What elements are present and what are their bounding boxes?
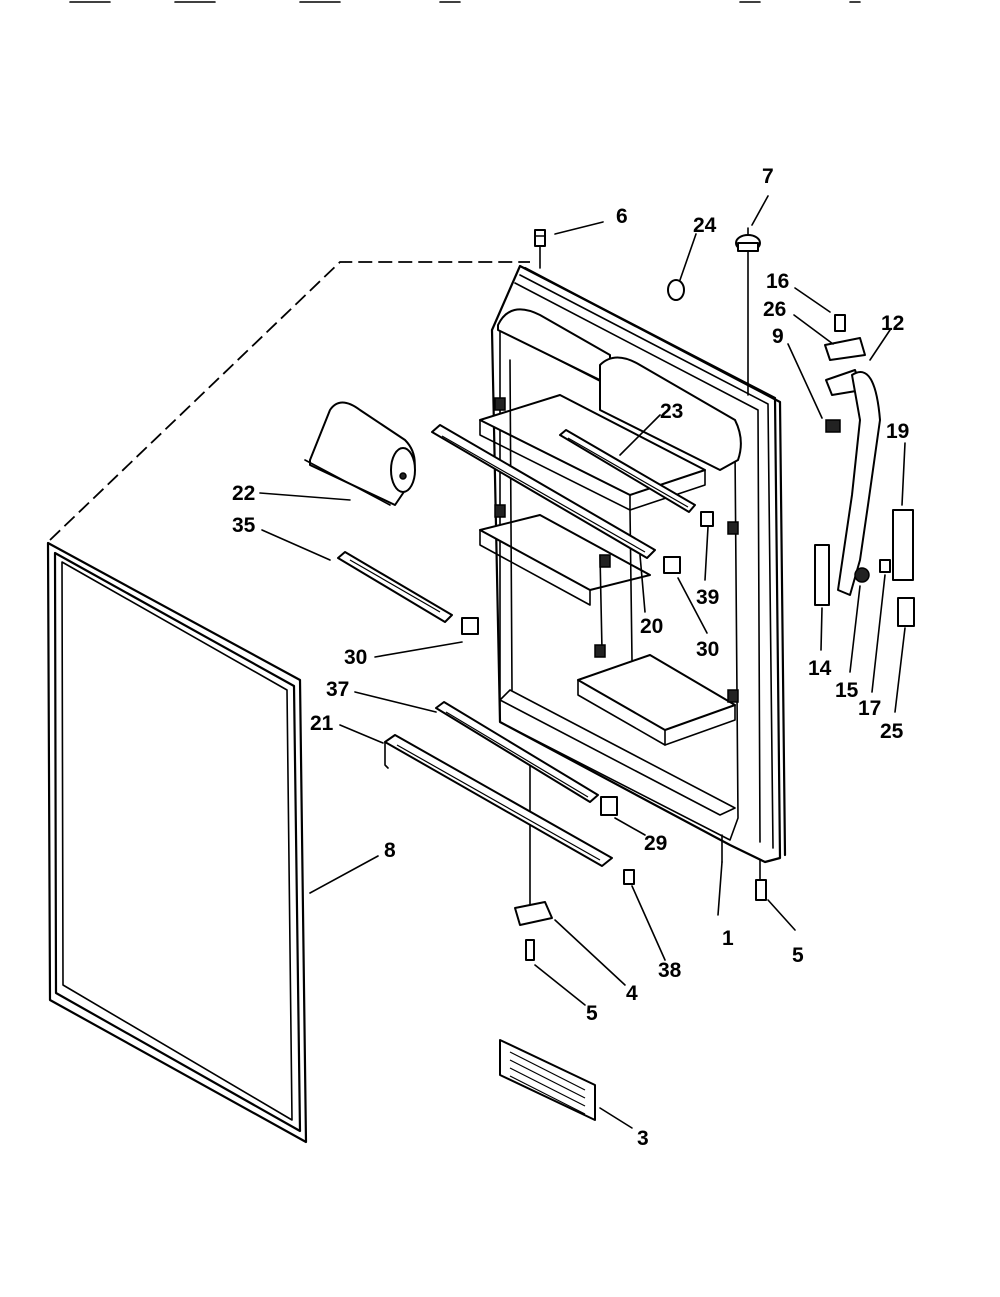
callout-35: 35 [232, 514, 256, 537]
callout-1: 1 [722, 927, 734, 950]
callout-5b: 5 [792, 944, 804, 967]
callout-labels: 6 7 24 16 26 9 12 19 23 22 35 39 20 30 3… [232, 165, 909, 1150]
callout-5a: 5 [586, 1002, 598, 1025]
part-37-shelf-bar [435, 701, 599, 803]
door-liner [479, 264, 787, 864]
callout-14: 14 [808, 657, 832, 680]
callout-21: 21 [310, 712, 334, 735]
part-22-compartment-cover [304, 401, 416, 506]
callout-4: 4 [626, 982, 638, 1005]
callout-15: 15 [835, 679, 859, 702]
leader-lines [259, 195, 906, 1129]
callout-37: 37 [326, 678, 349, 701]
part-3-kick-plate [499, 1039, 596, 1121]
callout-29: 29 [644, 832, 667, 855]
cabinet-outline [49, 261, 530, 541]
callout-24: 24 [693, 214, 717, 237]
callout-3: 3 [637, 1127, 649, 1150]
part-7-cap [735, 234, 761, 252]
callout-30b: 30 [696, 638, 719, 661]
part-20-shelf-bar [431, 424, 656, 559]
callout-39: 39 [696, 586, 719, 609]
callout-6: 6 [616, 205, 628, 228]
callout-25: 25 [880, 720, 904, 743]
callout-17: 17 [858, 697, 881, 720]
callout-23: 23 [660, 400, 683, 423]
part-21-shelf-bar [384, 734, 613, 867]
clips [461, 511, 714, 885]
assembly-lines [529, 227, 761, 906]
bottom-hinge [514, 879, 767, 961]
callout-30a: 30 [344, 646, 367, 669]
callout-38: 38 [658, 959, 682, 982]
part-6-screw [534, 229, 546, 247]
callout-16: 16 [766, 270, 789, 293]
part-24-plug [667, 279, 685, 301]
handle-assembly [814, 314, 915, 627]
callout-22: 22 [232, 482, 255, 505]
part-23-shelf-bar [559, 429, 696, 513]
callout-20: 20 [640, 615, 663, 638]
callout-7: 7 [762, 165, 774, 188]
callout-19: 19 [886, 420, 909, 443]
door-gasket [46, 541, 308, 1144]
part-35-shelf-bar [337, 551, 453, 623]
callout-9: 9 [772, 325, 784, 348]
callout-12: 12 [881, 312, 904, 335]
callout-8: 8 [384, 839, 396, 862]
callout-26: 26 [763, 298, 786, 321]
